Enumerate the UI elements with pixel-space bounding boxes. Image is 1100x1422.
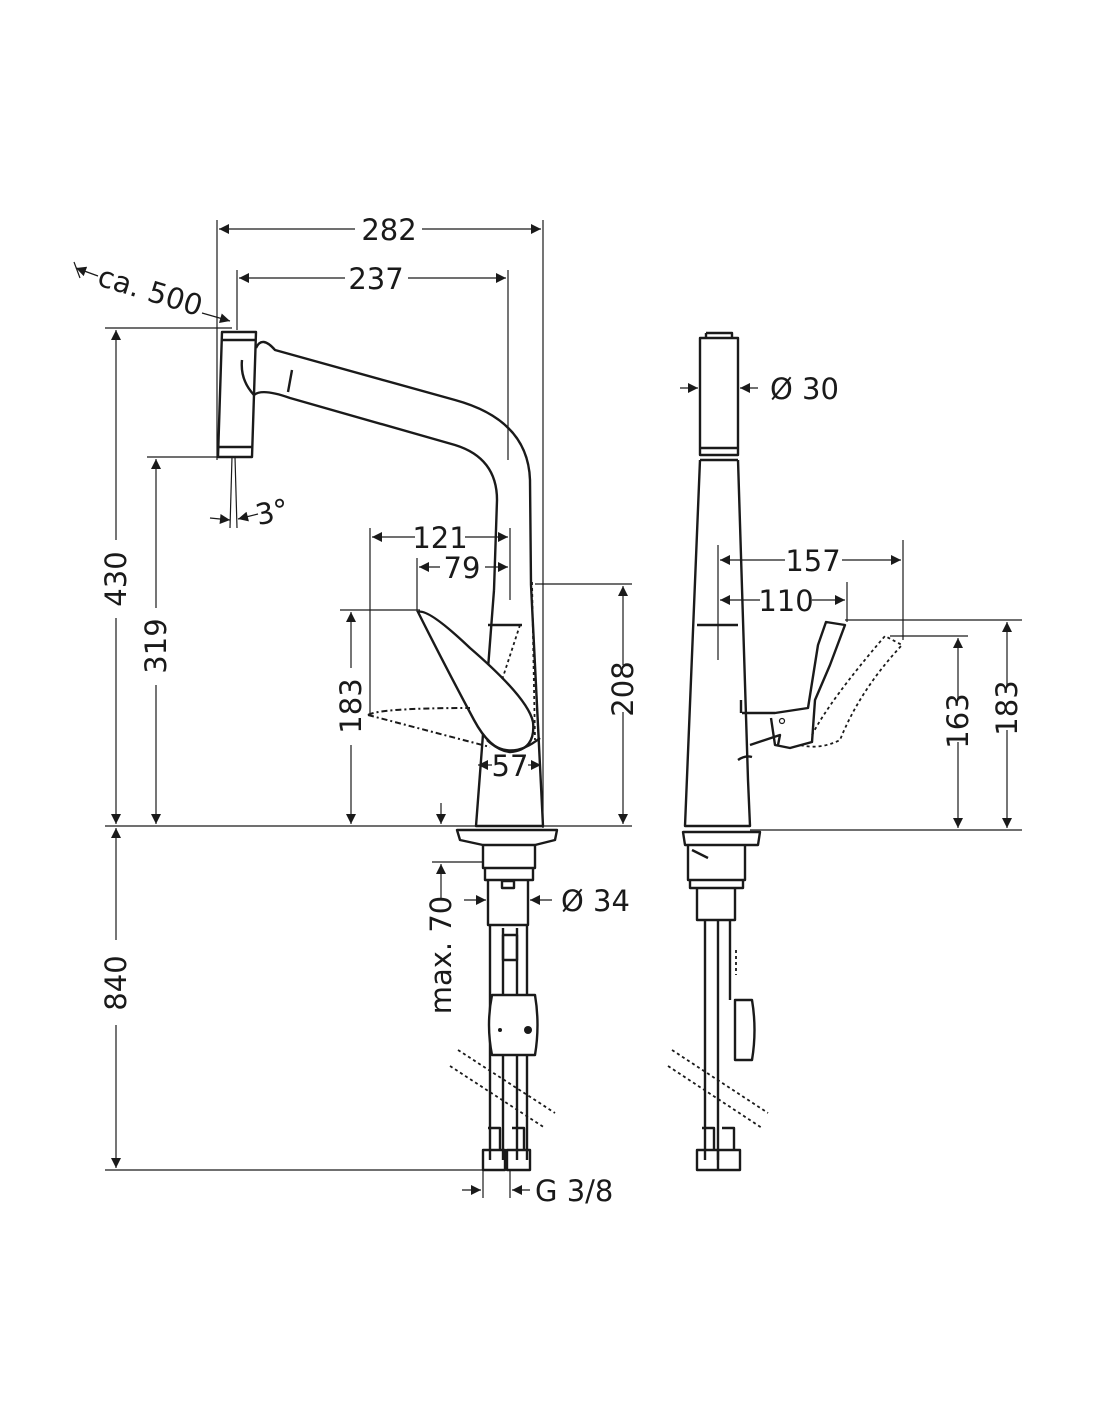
body-front [683, 459, 752, 828]
dim-spray-angle: 3° [252, 492, 291, 532]
dim-connection-thread: G 3/8 [535, 1174, 613, 1208]
dim-lever-height: 183 [334, 678, 368, 733]
mount-shank-front [695, 888, 737, 922]
hose-weight [487, 993, 539, 1057]
side-view: 282 237 ca. 500 3° 121 79 430 319 183 20… [73, 213, 640, 1208]
dim-overall-height: 430 [99, 551, 133, 606]
dim-lever-reach: 121 [412, 521, 467, 555]
dim-mount-diameter: Ø 34 [561, 884, 630, 918]
front-view: Ø 30 157 110 163 183 [667, 331, 1024, 1172]
extension-lines-front [717, 540, 1022, 831]
dim-lever-open-height: 163 [941, 693, 975, 748]
lever-open-position [367, 707, 491, 748]
hose-fittings [481, 1126, 532, 1172]
dim-overall-reach: 282 [361, 213, 416, 247]
faucet-side [216, 330, 559, 1172]
hose-weight-front [733, 998, 756, 1062]
base-plate [455, 828, 559, 847]
dim-spout-reach: 237 [348, 262, 403, 296]
base-plate-front [681, 830, 762, 847]
spray-head-front [698, 336, 740, 457]
dim-lever-offset: 79 [444, 551, 481, 585]
extension-lines [105, 220, 632, 1198]
break-line [449, 1049, 556, 1129]
dimension-labels: 282 237 ca. 500 3° 121 79 430 319 183 20… [94, 213, 640, 1208]
mount-shank [486, 880, 530, 927]
dim-lever-closed-reach: 110 [758, 584, 813, 618]
lever-front-closed [742, 620, 847, 750]
dim-body-height: 208 [606, 661, 640, 716]
lever-front-open [799, 634, 904, 748]
lever-closed-position [501, 581, 536, 741]
spout [254, 340, 533, 586]
dim-base-diameter: 57 [492, 749, 529, 783]
supply-hoses-front [703, 920, 732, 1160]
dimension-lines [73, 224, 628, 1195]
dim-max-counter-thickness: max. 70 [424, 896, 458, 1015]
dimension-labels-front: Ø 30 157 110 163 183 [758, 372, 1024, 749]
dimension-lines-front [680, 383, 1012, 828]
faucet-front [667, 331, 904, 1172]
dim-lever-open-reach: 157 [785, 544, 840, 578]
lever [416, 610, 535, 754]
dim-spout-height: 319 [139, 618, 173, 673]
dim-hose-length: 840 [99, 955, 133, 1010]
hose-fittings-front [695, 1126, 742, 1172]
dim-pull-out-length: ca. 500 [94, 259, 207, 323]
break-line-front [667, 1049, 769, 1129]
spray-head [216, 330, 258, 459]
dim-lever-closed-height: 183 [990, 680, 1024, 735]
dim-spray-head-diameter: Ø 30 [770, 372, 839, 406]
